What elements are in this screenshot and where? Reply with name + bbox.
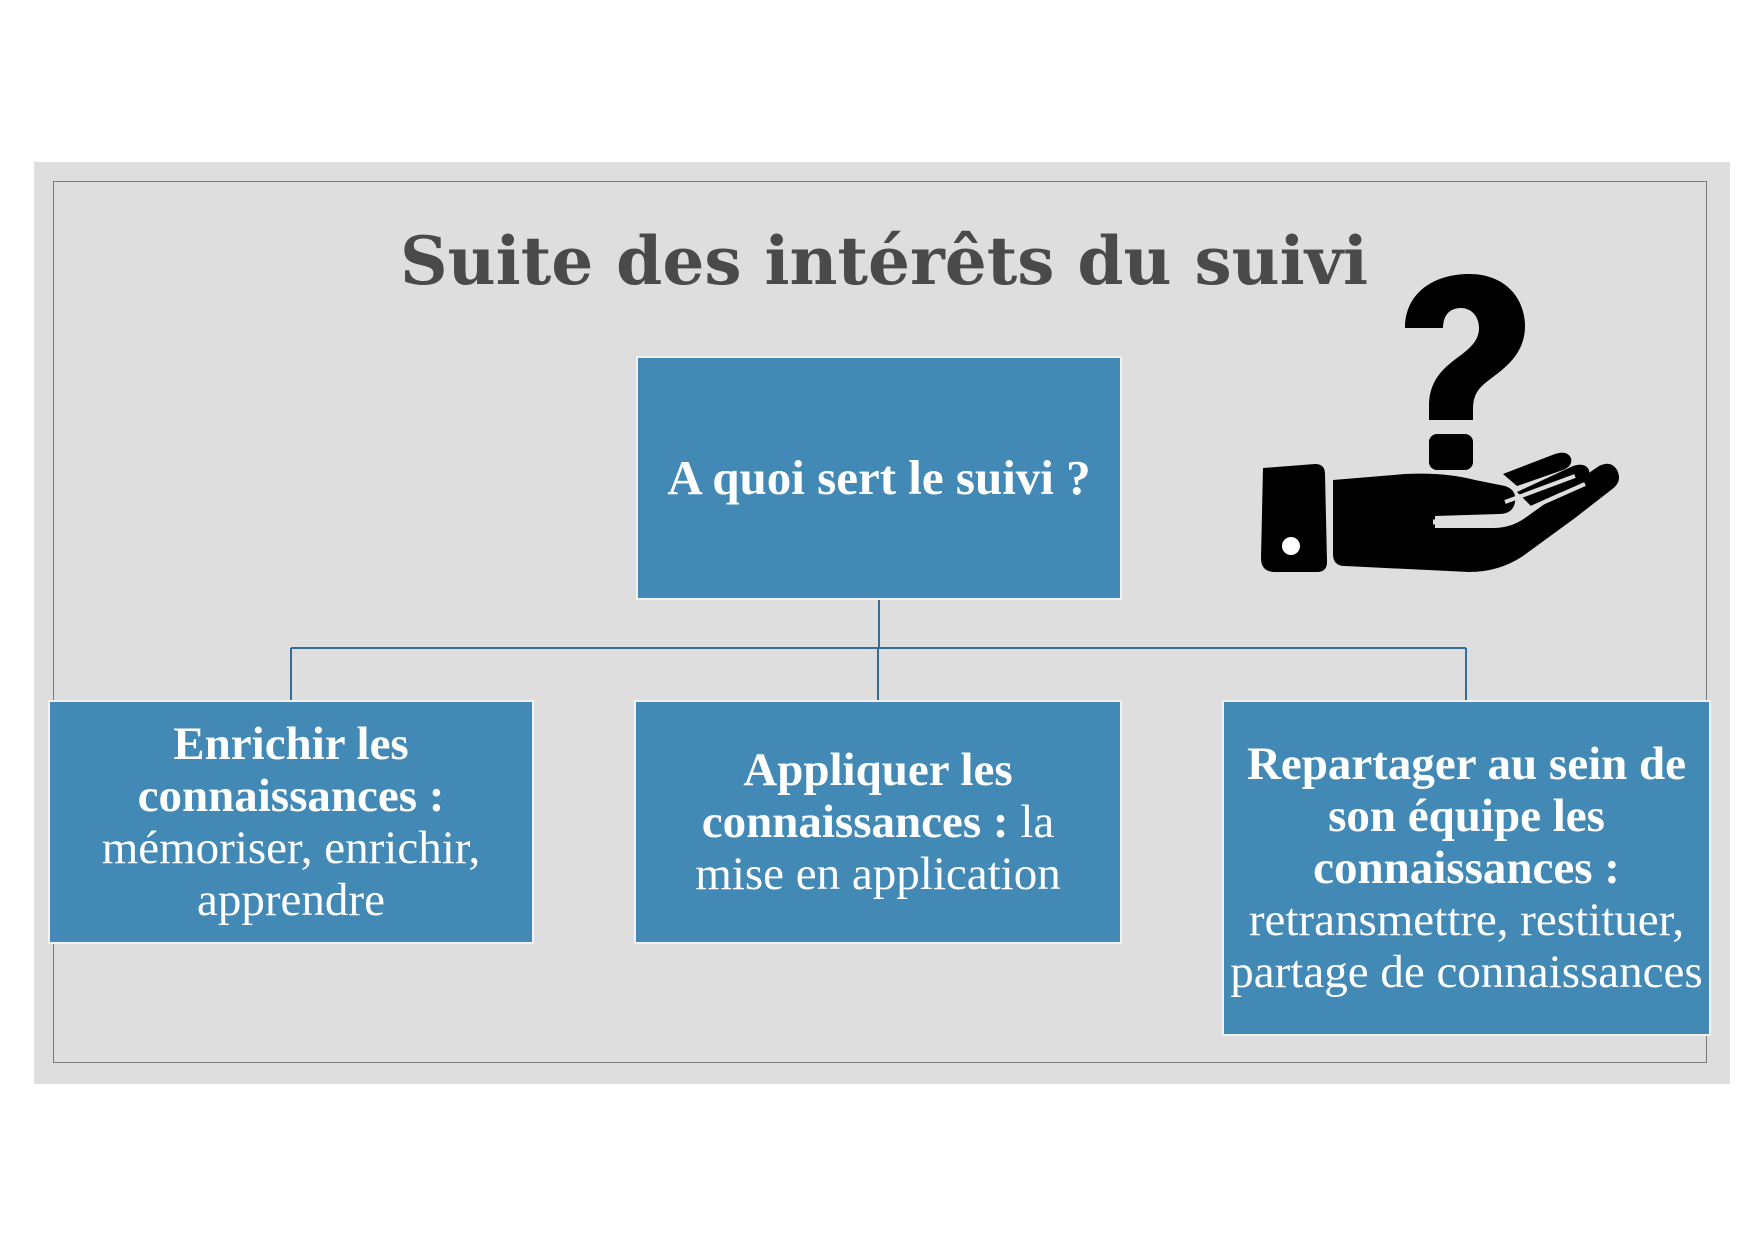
child-node-detail: mémoriser, enrichir, apprendre	[101, 822, 481, 926]
hand-thumb-line	[1432, 517, 1500, 525]
child-node-heading: Repartager au sein de son équipe les con…	[1246, 738, 1687, 894]
hand-palm	[1333, 463, 1619, 572]
child-node-heading: Enrichir les connaissances :	[137, 718, 445, 822]
child-node-detail: retransmettre, restituer, partage de con…	[1230, 894, 1703, 998]
hand-question-mark-icon	[1255, 270, 1625, 590]
child-node-share: Repartager au sein de son équipe les con…	[1222, 700, 1711, 1036]
root-node: A quoi sert le suivi ?	[636, 356, 1122, 600]
hand-finger-upper	[1503, 452, 1572, 486]
question-mark-glyph	[1405, 274, 1525, 420]
child-node-heading: Appliquer les connaissances :	[701, 744, 1013, 848]
slide-frame	[53, 181, 1707, 1063]
root-node-label: A quoi sert le suivi ?	[667, 450, 1091, 505]
child-node-apply: Appliquer les connaissances : la mise en…	[634, 700, 1122, 944]
child-node-enrich: Enrichir les connaissances : mémoriser, …	[48, 700, 534, 944]
question-mark-dot	[1429, 434, 1473, 470]
hand-cuff	[1261, 464, 1327, 572]
cuff-button	[1282, 537, 1300, 555]
hand-finger-gap	[1504, 474, 1576, 504]
hand-finger-gap-2	[1512, 482, 1586, 518]
child-node-detail: la mise en application	[695, 796, 1061, 900]
page-title: Suite des intérêts du suivi	[400, 222, 1369, 300]
